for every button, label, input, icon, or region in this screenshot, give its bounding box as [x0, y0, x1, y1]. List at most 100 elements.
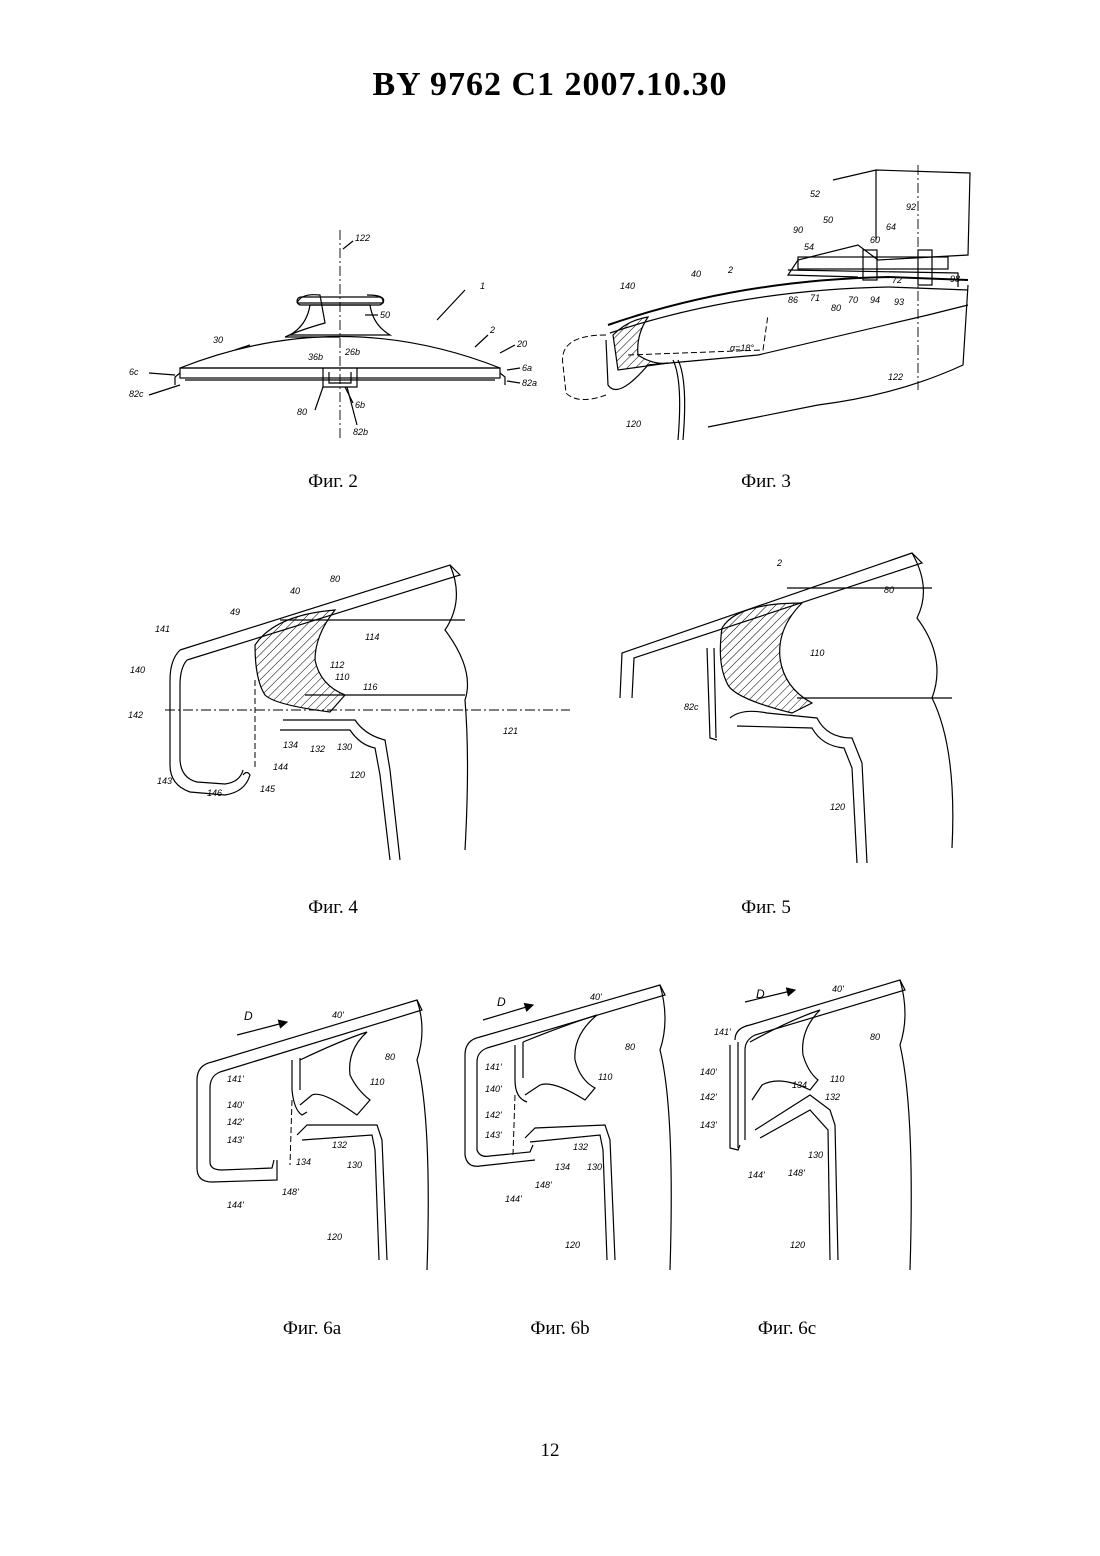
fig3-label-angle: α=18° — [730, 343, 754, 353]
figure-6b: D 40' 80 141' 110 140' 142' 143' 132 134… — [455, 970, 680, 1290]
fig6c-label-110: 110 — [830, 1074, 844, 1084]
fig6b-label-40p: 40' — [590, 992, 602, 1002]
fig4-label-49: 49 — [230, 607, 240, 617]
fig6a-label-141p: 141' — [227, 1074, 244, 1084]
fig6c-label-80: 80 — [870, 1032, 880, 1042]
fig3-label-2: 2 — [727, 265, 733, 275]
figure-6b-caption: Фиг. 6b — [480, 1318, 640, 1340]
fig6a-label-142p: 142' — [227, 1117, 244, 1127]
figure-6c: D 40' 80 141' 110 140' 134 132 142' 143'… — [700, 970, 915, 1290]
fig4-label-121: 121 — [503, 726, 518, 736]
fig6c-label-132: 132 — [825, 1092, 840, 1102]
fig2-label-6c: 6c — [129, 367, 139, 377]
fig4-label-134: 134 — [283, 740, 298, 750]
fig4-label-130: 130 — [337, 742, 352, 752]
fig3-label-86: 86 — [788, 295, 798, 305]
fig6b-label-D: D — [497, 995, 506, 1009]
fig3-label-140: 140 — [620, 281, 635, 291]
fig6c-label-144p: 144' — [748, 1170, 765, 1180]
fig6b-label-110: 110 — [598, 1072, 612, 1082]
fig5-label-2: 2 — [776, 558, 782, 568]
fig5-label-82c: 82c — [684, 702, 699, 712]
fig3-label-90: 90 — [793, 225, 803, 235]
figure-3-caption: Фиг. 3 — [686, 471, 846, 493]
fig4-label-142: 142 — [128, 710, 143, 720]
fig4-label-145: 145 — [260, 784, 276, 794]
fig4-label-144: 144 — [273, 762, 288, 772]
fig6c-label-120: 120 — [790, 1240, 805, 1250]
figure-6a: D 40' 80 141' 110 140' 142' 143' 132 134… — [182, 970, 437, 1290]
figure-3: 52 50 90 92 64 54 60 40 2 140 86 71 70 9… — [558, 165, 978, 440]
fig3-label-72: 72 — [892, 275, 902, 285]
fig6b-label-80: 80 — [625, 1042, 635, 1052]
fig6a-label-140p: 140' — [227, 1100, 244, 1110]
fig2-label-36b: 36b — [308, 352, 323, 362]
fig3-label-52: 52 — [810, 189, 820, 199]
fig6a-label-110: 110 — [370, 1077, 384, 1087]
fig2-label-82b: 82b — [353, 427, 368, 437]
fig3-label-94: 94 — [870, 295, 880, 305]
fig2-label-50: 50 — [380, 310, 390, 320]
fig4-label-112: 112 — [330, 660, 344, 670]
fig3-label-92: 92 — [906, 202, 916, 212]
figure-6c-caption: Фиг. 6c — [707, 1318, 867, 1340]
fig6c-label-40p: 40' — [832, 984, 844, 994]
figure-4: 80 40 49 141 114 140 112 110 116 142 121… — [125, 560, 575, 860]
fig6b-label-132: 132 — [573, 1142, 588, 1152]
fig3-label-40: 40 — [691, 269, 701, 279]
fig6b-label-120: 120 — [565, 1240, 580, 1250]
fig4-label-110: 110 — [335, 672, 349, 682]
fig6b-label-134: 134 — [555, 1162, 570, 1172]
fig6c-label-141p: 141' — [714, 1027, 731, 1037]
fig4-label-140: 140 — [130, 665, 145, 675]
fig6a-label-148p: 148' — [282, 1187, 299, 1197]
fig4-label-120: 120 — [350, 770, 365, 780]
fig2-label-26b: 26b — [344, 347, 360, 357]
fig2-label-6a: 6a — [522, 363, 532, 373]
fig6a-label-144p: 144' — [227, 1200, 244, 1210]
fig4-label-141: 141 — [155, 624, 170, 634]
fig6c-label-148p: 148' — [788, 1168, 805, 1178]
fig6c-label-130: 130 — [808, 1150, 823, 1160]
fig4-label-40: 40 — [290, 586, 300, 596]
fig2-label-82a: 82a — [522, 378, 537, 388]
fig3-label-70: 70 — [848, 295, 858, 305]
fig6c-label-143p: 143' — [700, 1120, 717, 1130]
figure-5: 2 80 110 82c 120 — [612, 548, 972, 863]
fig6a-label-134: 134 — [296, 1157, 311, 1167]
fig2-label-6b: 6b — [355, 400, 365, 410]
fig2-label-30: 30 — [213, 335, 223, 345]
fig3-label-98: 98 — [950, 274, 960, 284]
fig3-label-122: 122 — [888, 372, 903, 382]
fig5-label-120: 120 — [830, 802, 845, 812]
fig3-label-64: 64 — [886, 222, 896, 232]
fig6b-label-141p: 141' — [485, 1062, 502, 1072]
fig3-label-80: 80 — [831, 303, 841, 313]
fig2-label-122: 122 — [355, 233, 370, 243]
fig3-label-60: 60 — [870, 235, 880, 245]
fig6c-label-140p: 140' — [700, 1067, 717, 1077]
fig6b-label-130: 130 — [587, 1162, 602, 1172]
fig4-label-80: 80 — [330, 574, 340, 584]
fig3-label-71: 71 — [810, 293, 820, 303]
fig5-label-80: 80 — [884, 585, 894, 595]
figure-2-caption: Фиг. 2 — [253, 471, 413, 493]
fig2-label-80: 80 — [297, 407, 307, 417]
fig6a-label-D: D — [244, 1009, 253, 1023]
fig3-label-93: 93 — [894, 297, 904, 307]
figure-4-caption: Фиг. 4 — [253, 897, 413, 919]
fig6a-label-132: 132 — [332, 1140, 347, 1150]
fig2-label-20: 20 — [516, 339, 527, 349]
figure-2: 122 1 50 2 20 30 36b 26b 6c 82c 6a 82a 8… — [125, 225, 545, 445]
fig6a-label-143p: 143' — [227, 1135, 244, 1145]
fig3-label-120: 120 — [626, 419, 641, 429]
fig6c-label-134: 134 — [792, 1080, 807, 1090]
fig2-label-82c: 82c — [129, 389, 144, 399]
figure-5-caption: Фиг. 5 — [686, 897, 846, 919]
fig6c-label-142p: 142' — [700, 1092, 717, 1102]
fig4-label-143: 143 — [157, 776, 172, 786]
document-header: BY 9762 C1 2007.10.30 — [0, 66, 1100, 104]
fig6b-label-144p: 144' — [505, 1194, 522, 1204]
figure-6a-caption: Фиг. 6a — [232, 1318, 392, 1340]
fig6b-label-140p: 140' — [485, 1084, 502, 1094]
